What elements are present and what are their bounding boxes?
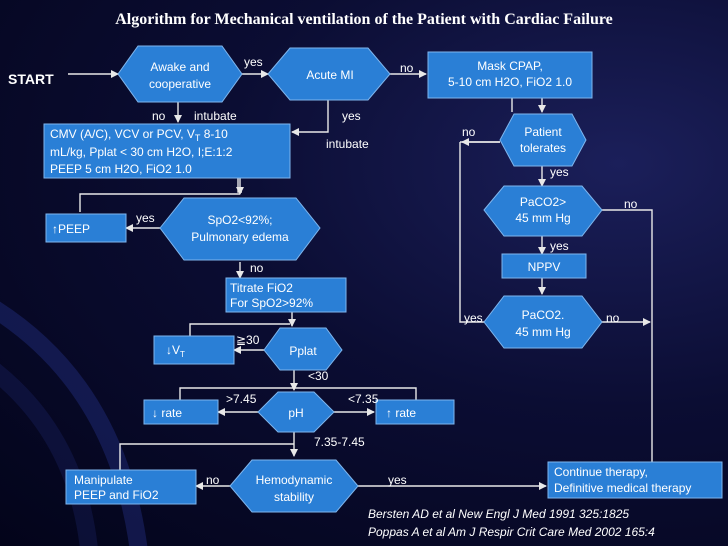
edge-labels: yes no no intubate yes intubate no yes n… <box>136 55 638 487</box>
node-hemodynamic: Hemodynamic stability <box>229 459 359 513</box>
node-manipulate: Manipulate PEEP and FiO2 <box>65 469 197 505</box>
acute-mi-text: Acute MI <box>306 68 353 82</box>
edge-label: ≧30 <box>236 333 260 347</box>
manipulate-line1: Manipulate <box>74 473 133 487</box>
edge-label: yes <box>244 55 263 69</box>
edge-label: yes <box>342 109 361 123</box>
edge-label: intubate <box>194 109 237 123</box>
titrate-line2: For SpO2>92% <box>230 296 313 310</box>
manipulate-line2: PEEP and FiO2 <box>74 488 159 502</box>
spo2-line1: SpO2<92%; <box>207 213 272 227</box>
node-titrate-fio2: Titrate FiO2 For SpO2>92% <box>225 277 347 313</box>
hemo-line2: stability <box>274 490 314 504</box>
edge-label: yes <box>550 165 569 179</box>
edge-label: no <box>152 109 166 123</box>
paco2-line2: 45 mm Hg <box>515 211 570 225</box>
rate-up-text: ↑ rate <box>386 406 416 420</box>
node-continue-therapy: Continue therapy, Definitive medical the… <box>547 461 723 499</box>
node-increase-peep: ↑PEEP <box>45 213 127 243</box>
vt-text: ↓VT <box>166 343 185 359</box>
tolerates-line1: Patient <box>524 125 562 139</box>
mask-cpap-line1: Mask CPAP, <box>477 59 543 73</box>
node-patient-tolerates: Patient tolerates <box>499 113 587 167</box>
node-increase-rate: ↑ rate <box>375 399 455 425</box>
cmv-line2: mL/kg, Pplat < 30 cm H2O, I;E:1:2 <box>50 145 233 159</box>
edge-label: <30 <box>308 369 329 383</box>
pplat-text: Pplat <box>289 344 317 358</box>
edge-label: no <box>624 197 638 211</box>
chart-title: Algorithm for Mechanical ventilation of … <box>115 11 613 28</box>
node-awake-cooperative: Awake and cooperative <box>117 45 243 103</box>
cmv-line1: CMV (A/C), VCV or PCV, VT 8-10 <box>50 127 228 143</box>
node-paco2-high: PaCO2> 45 mm Hg <box>483 185 603 237</box>
paco2-line1: PaCO2> <box>520 195 566 209</box>
node-mask-cpap: Mask CPAP, 5-10 cm H2O, FiO2 1.0 <box>427 51 593 99</box>
node-paco2-second: PaCO2. 45 mm Hg <box>483 295 603 349</box>
background-streak <box>0 363 98 546</box>
reference-1: Bersten AD et al New Engl J Med 1991 325… <box>368 507 629 521</box>
edge-label: yes <box>388 473 407 487</box>
awake-line2: cooperative <box>149 77 211 91</box>
hemo-line1: Hemodynamic <box>256 473 333 487</box>
titrate-line1: Titrate FiO2 <box>230 281 293 295</box>
mask-cpap-line2: 5-10 cm H2O, FiO2 1.0 <box>448 75 572 89</box>
node-pplat: Pplat <box>263 327 343 371</box>
background-streak <box>0 301 148 546</box>
connectors <box>68 70 653 490</box>
edge-label: <7.35 <box>348 392 379 406</box>
edge-label: intubate <box>326 137 369 151</box>
edge-label: no <box>250 261 264 275</box>
nppv-text: NPPV <box>528 260 561 274</box>
edge-label: no <box>400 61 414 75</box>
node-decrease-rate: ↓ rate <box>143 399 219 425</box>
rate-down-text: ↓ rate <box>152 406 182 420</box>
edge-label: yes <box>550 239 569 253</box>
continue-line1: Continue therapy, <box>554 465 648 479</box>
start-label: START <box>8 71 54 87</box>
continue-line2: Definitive medical therapy <box>554 481 691 495</box>
tolerates-line2: tolerates <box>520 141 566 155</box>
edge-label: 7.35-7.45 <box>314 435 365 449</box>
ph-text: pH <box>288 406 303 420</box>
edge-label: yes <box>464 311 483 325</box>
peep-text: ↑PEEP <box>52 222 90 236</box>
spo2-line2: Pulmonary edema <box>191 230 289 244</box>
edge-label: no <box>462 125 476 139</box>
paco2b-line1: PaCO2. <box>522 308 565 322</box>
edge-label: yes <box>136 211 155 225</box>
node-nppv: NPPV <box>501 253 587 279</box>
edge-label: no <box>206 473 220 487</box>
edge-label: >7.45 <box>226 392 257 406</box>
reference-2: Poppas A et al Am J Respir Crit Care Med… <box>368 525 655 539</box>
awake-line1: Awake and <box>150 60 209 74</box>
cmv-line3: PEEP 5 cm H2O, FiO2 1.0 <box>50 162 192 176</box>
edge-label: no <box>606 311 620 325</box>
node-spo2: SpO2<92%; Pulmonary edema <box>159 197 321 261</box>
node-decrease-vt: ↓VT <box>153 335 235 365</box>
node-cmv: CMV (A/C), VCV or PCV, VT 8-10 mL/kg, Pp… <box>43 123 291 179</box>
node-acute-mi: Acute MI <box>267 47 391 101</box>
node-ph: pH <box>257 391 335 433</box>
paco2b-line2: 45 mm Hg <box>515 325 570 339</box>
